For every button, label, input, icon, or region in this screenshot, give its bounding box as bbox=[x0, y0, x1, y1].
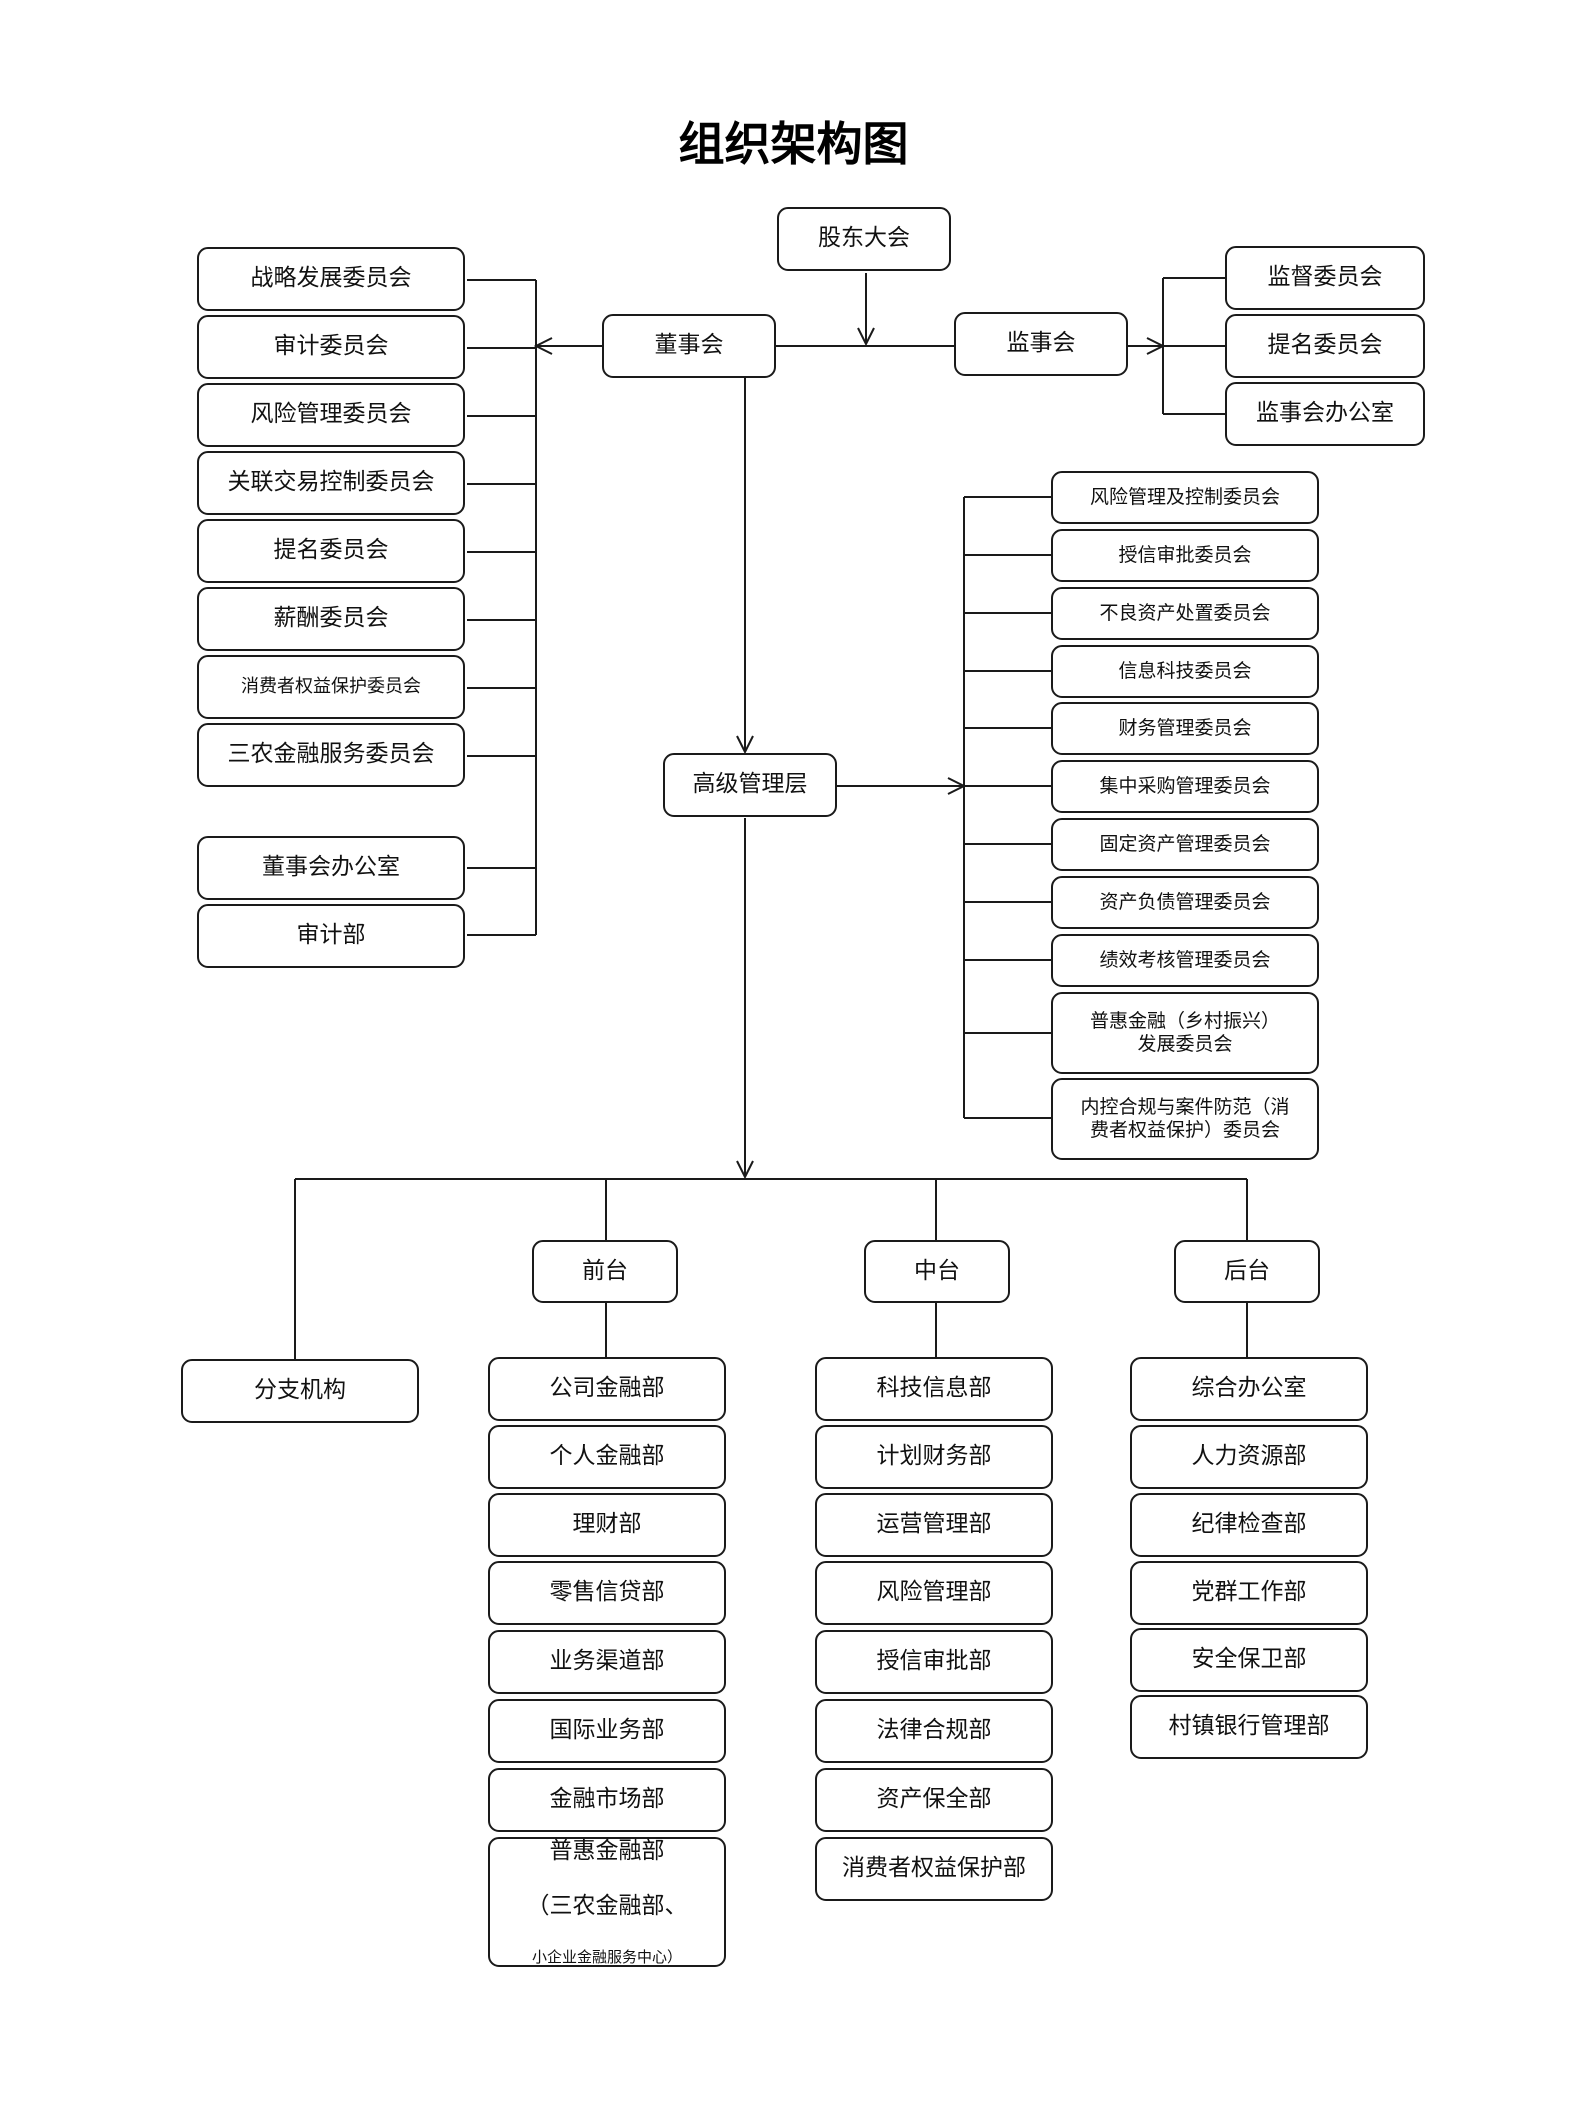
back-office-dept[interactable]: 党群工作部 bbox=[1130, 1561, 1368, 1625]
page-title: 组织架构图 bbox=[678, 117, 909, 171]
dept-name-line2: （三农金融部、 bbox=[526, 1893, 688, 1919]
front-office-header[interactable]: 前台 bbox=[532, 1240, 678, 1303]
back-office-dept[interactable]: 村镇银行管理部 bbox=[1130, 1695, 1368, 1759]
back-office-dept[interactable]: 综合办公室 bbox=[1130, 1357, 1368, 1421]
shareholders-box[interactable]: 股东大会 bbox=[777, 207, 951, 271]
middle-office-dept[interactable]: 资产保全部 bbox=[815, 1768, 1053, 1832]
supervisors-box[interactable]: 监事会 bbox=[954, 312, 1128, 376]
front-office-dept[interactable]: 公司金融部 bbox=[488, 1357, 726, 1421]
middle-office-dept[interactable]: 计划财务部 bbox=[815, 1425, 1053, 1489]
board-committee[interactable]: 审计委员会 bbox=[197, 315, 465, 379]
board-committee[interactable]: 三农金融服务委员会 bbox=[197, 723, 465, 787]
mgmt-committee[interactable]: 风险管理及控制委员会 bbox=[1051, 471, 1319, 524]
mgmt-committee[interactable]: 固定资产管理委员会 bbox=[1051, 818, 1319, 871]
board-box[interactable]: 董事会 bbox=[602, 314, 776, 378]
front-office-dept[interactable]: 个人金融部 bbox=[488, 1425, 726, 1489]
middle-office-header[interactable]: 中台 bbox=[864, 1240, 1010, 1303]
mgmt-committee[interactable]: 绩效考核管理委员会 bbox=[1051, 934, 1319, 987]
middle-office-dept[interactable]: 风险管理部 bbox=[815, 1561, 1053, 1625]
middle-office-dept[interactable]: 消费者权益保护部 bbox=[815, 1837, 1053, 1901]
front-office-dept[interactable]: 国际业务部 bbox=[488, 1699, 726, 1763]
board-committee[interactable]: 薪酬委员会 bbox=[197, 587, 465, 651]
mgmt-committee[interactable]: 资产负债管理委员会 bbox=[1051, 876, 1319, 929]
branch-box[interactable]: 分支机构 bbox=[181, 1359, 419, 1423]
mgmt-committee[interactable]: 信息科技委员会 bbox=[1051, 645, 1319, 698]
supervisor-unit[interactable]: 监督委员会 bbox=[1225, 246, 1425, 310]
front-office-dept[interactable]: 理财部 bbox=[488, 1493, 726, 1557]
back-office-dept[interactable]: 人力资源部 bbox=[1130, 1425, 1368, 1489]
board-committee[interactable]: 提名委员会 bbox=[197, 519, 465, 583]
inclusive-finance-dept[interactable]: 普惠金融部 （三农金融部、 小企业金融服务中心） bbox=[488, 1837, 726, 1967]
board-committee[interactable]: 消费者权益保护委员会 bbox=[197, 655, 465, 719]
mgmt-committee[interactable]: 内控合规与案件防范（消 费者权益保护）委员会 bbox=[1051, 1078, 1319, 1160]
front-office-dept[interactable]: 金融市场部 bbox=[488, 1768, 726, 1832]
board-office-box[interactable]: 董事会办公室 bbox=[197, 836, 465, 900]
mgmt-committee[interactable]: 普惠金融（乡村振兴） 发展委员会 bbox=[1051, 992, 1319, 1074]
back-office-header[interactable]: 后台 bbox=[1174, 1240, 1320, 1303]
mgmt-committee[interactable]: 不良资产处置委员会 bbox=[1051, 587, 1319, 640]
middle-office-dept[interactable]: 法律合规部 bbox=[815, 1699, 1053, 1763]
mgmt-committee-label: 普惠金融（乡村振兴） 发展委员会 bbox=[1089, 1010, 1280, 1055]
mgmt-committee[interactable]: 集中采购管理委员会 bbox=[1051, 760, 1319, 813]
middle-office-dept[interactable]: 授信审批部 bbox=[815, 1630, 1053, 1694]
back-office-dept[interactable]: 纪律检查部 bbox=[1130, 1493, 1368, 1557]
mgmt-committee[interactable]: 授信审批委员会 bbox=[1051, 529, 1319, 582]
middle-office-dept[interactable]: 科技信息部 bbox=[815, 1357, 1053, 1421]
dept-name-line1: 普惠金融部 bbox=[549, 1837, 665, 1864]
mgmt-committee-label: 内控合规与案件防范（消 费者权益保护）委员会 bbox=[1080, 1096, 1290, 1141]
supervisor-unit[interactable]: 监事会办公室 bbox=[1225, 382, 1425, 446]
board-committee[interactable]: 风险管理委员会 bbox=[197, 383, 465, 447]
senior-management-box[interactable]: 高级管理层 bbox=[663, 753, 837, 817]
mgmt-committee[interactable]: 财务管理委员会 bbox=[1051, 702, 1319, 755]
dept-name-line3: 小企业金融服务中心） bbox=[531, 1948, 682, 1967]
supervisor-unit[interactable]: 提名委员会 bbox=[1225, 314, 1425, 378]
front-office-dept[interactable]: 零售信贷部 bbox=[488, 1561, 726, 1625]
board-committee[interactable]: 关联交易控制委员会 bbox=[197, 451, 465, 515]
audit-dept-box[interactable]: 审计部 bbox=[197, 904, 465, 968]
front-office-dept[interactable]: 业务渠道部 bbox=[488, 1630, 726, 1694]
back-office-dept[interactable]: 安全保卫部 bbox=[1130, 1628, 1368, 1692]
board-committee[interactable]: 战略发展委员会 bbox=[197, 247, 465, 311]
middle-office-dept[interactable]: 运营管理部 bbox=[815, 1493, 1053, 1557]
